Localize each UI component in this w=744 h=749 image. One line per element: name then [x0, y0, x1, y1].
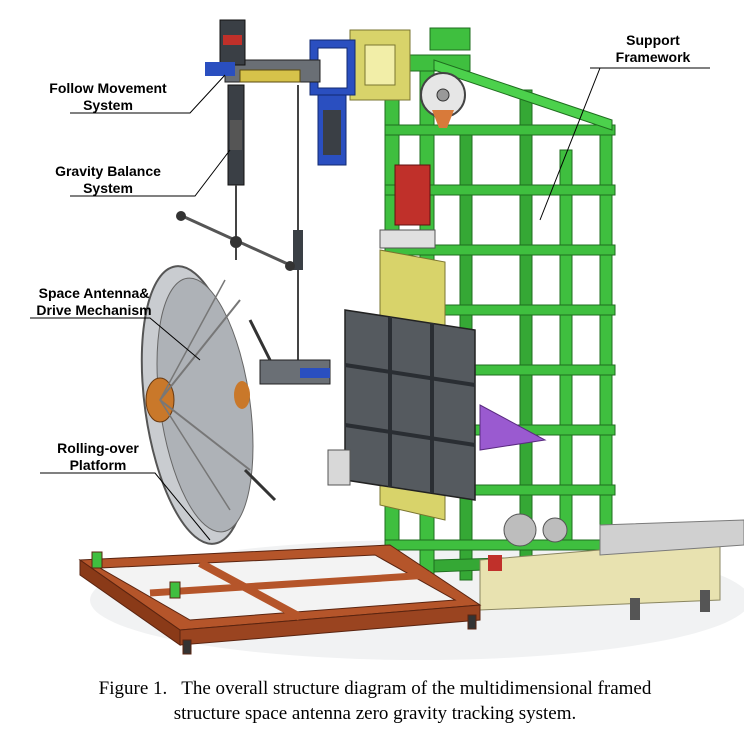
label-space-antenna-line2: Drive Mechanism — [36, 302, 152, 318]
label-rolling-over: Rolling-over Platform — [28, 440, 168, 474]
label-follow-movement-line1: Follow Movement — [49, 80, 167, 96]
caption-line1: Figure 1. The overall structure diagram o… — [20, 676, 730, 701]
caption-text-line2: structure space antenna zero gravity tra… — [173, 703, 577, 724]
label-follow-movement-line2: System — [83, 97, 133, 113]
label-support-framework: Support Framework — [588, 32, 718, 66]
label-support-framework-line2: Framework — [615, 49, 691, 65]
rolling-over-platform — [78, 544, 482, 655]
label-follow-movement: Follow Movement System — [18, 80, 198, 114]
follow-movement-assembly — [205, 19, 466, 166]
label-support-framework-line1: Support — [626, 32, 680, 48]
label-space-antenna: Space Antenna& Drive Mechanism — [14, 285, 174, 319]
space-antenna — [140, 265, 331, 545]
tracking-panel — [327, 164, 476, 521]
label-rolling-over-line2: Platform — [69, 457, 127, 473]
label-gravity-balance-line1: Gravity Balance — [55, 163, 161, 179]
label-gravity-balance-line2: System — [83, 180, 133, 196]
label-rolling-over-line1: Rolling-over — [57, 440, 139, 456]
purple-plate — [479, 404, 547, 451]
leader-lines — [30, 67, 710, 541]
caption-number: Figure 1. — [98, 678, 168, 699]
gravity-balance-assembly — [176, 84, 303, 360]
label-space-antenna-line1: Space Antenna& — [38, 285, 150, 301]
caption-text-line1: The overall structure diagram of the mul… — [181, 678, 652, 699]
figure-caption: Figure 1. The overall structure diagram o… — [20, 676, 730, 726]
support-base — [479, 513, 744, 620]
label-gravity-balance: Gravity Balance System — [18, 163, 198, 197]
system-diagram — [30, 19, 744, 660]
